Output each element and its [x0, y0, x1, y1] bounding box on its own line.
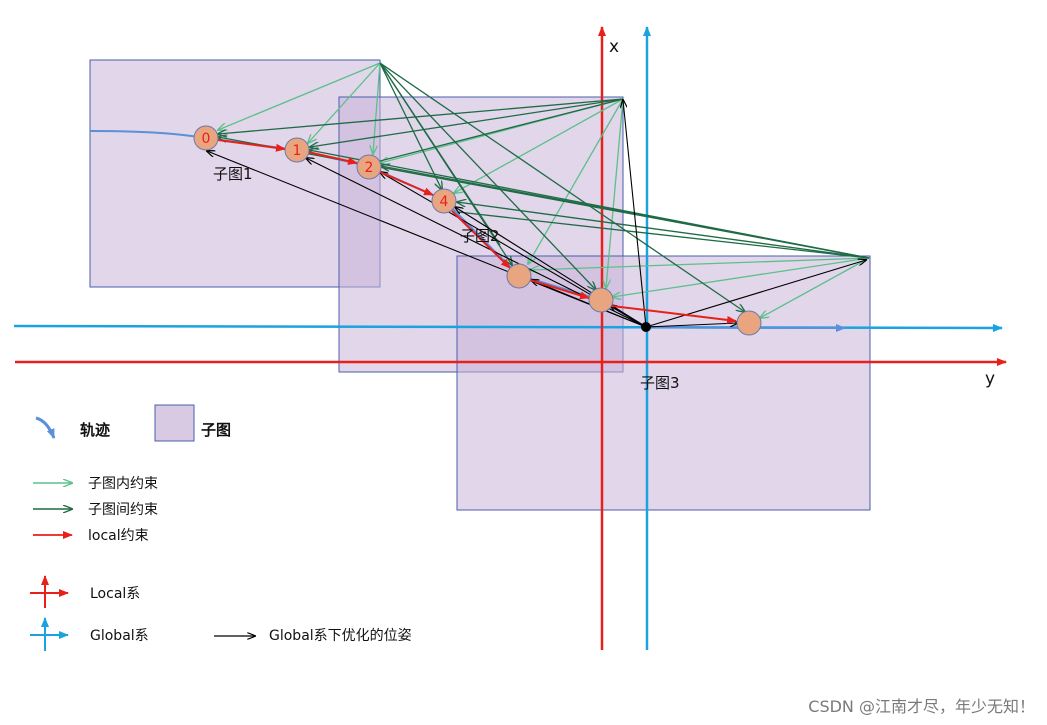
- inter-constraint: [379, 98, 624, 162]
- inter-constraint: [310, 98, 624, 147]
- legend-trajectory-label: 轨迹: [80, 421, 110, 439]
- optimized-pose-edge: [645, 260, 866, 328]
- local-frame-legend-icon: [30, 575, 69, 608]
- inter-constraint: [379, 62, 442, 190]
- pose-node-1: [284, 137, 310, 163]
- intra-constraint: [308, 62, 381, 143]
- local-x-axis-label: x: [609, 37, 619, 57]
- global-frame-legend-icon: [30, 617, 69, 651]
- pose-node-4-label: 4: [440, 194, 449, 210]
- local-constraint: [529, 279, 590, 300]
- intra-constraint: [528, 98, 624, 264]
- legend-global-frame-label: Global系: [90, 628, 149, 644]
- pose-node-2: [356, 154, 382, 180]
- pose-node-0: [193, 125, 219, 151]
- intra-constraint: [373, 62, 381, 154]
- legend-submap-label: 子图: [201, 421, 231, 439]
- trajectory-legend-icon: [35, 416, 56, 439]
- pose-nodes: 0 1 2 4: [193, 125, 762, 336]
- global-origin-point: [641, 322, 651, 332]
- intra-constraint: [454, 98, 624, 193]
- submap-3-label: 子图3: [640, 374, 680, 392]
- local-y-axis-label: y: [985, 369, 995, 389]
- legend-intra-constraint-label: 子图内约束: [88, 476, 158, 492]
- optimized-pose-edge: [645, 323, 738, 328]
- pose-node-2-label: 2: [365, 160, 374, 176]
- intra-constraint: [218, 62, 381, 130]
- local-constraint: [217, 139, 286, 152]
- intra-constraint: [530, 257, 870, 270]
- submap-1-box: [89, 59, 381, 288]
- legend-local-constraint-label: local约束: [88, 528, 149, 544]
- local-constraint: [611, 305, 737, 324]
- intra-constraint: [760, 257, 870, 318]
- inter-constraint: [379, 62, 745, 312]
- pose-node-0-label: 0: [202, 131, 211, 147]
- inter-submap-constraints: [218, 62, 870, 312]
- local-constraint: [379, 171, 434, 196]
- intra-constraint: [606, 98, 624, 288]
- legend-inter-constraint-label: 子图间约束: [88, 502, 158, 518]
- intra-constraint: [612, 257, 870, 297]
- pose-node-5: [506, 263, 532, 289]
- inter-constraint: [218, 98, 624, 134]
- optimized-pose-edge: [610, 305, 647, 328]
- inter-constraint: [381, 166, 870, 259]
- pose-node-4: [431, 188, 457, 214]
- submap-1-label: 子图1: [213, 165, 253, 183]
- pose-node-7: [736, 310, 762, 336]
- csdn-watermark: CSDN @江南才尽，年少无知！: [808, 697, 1035, 716]
- inter-constraint: [457, 202, 870, 259]
- local-constraint: [307, 151, 358, 165]
- inter-constraint: [379, 62, 596, 290]
- pose-node-6: [588, 287, 614, 313]
- submap-legend-swatch: [154, 404, 195, 442]
- pose-node-1-label: 1: [293, 143, 302, 159]
- local-constraints: [217, 139, 737, 324]
- inter-constraint: [457, 211, 870, 259]
- legend-local-frame-label: Local系: [90, 586, 140, 602]
- legend: 轨迹 子图 子图内约束 子图间约束 local约束 Local系 Global系…: [30, 404, 412, 651]
- submap-2-label: 子图2: [460, 227, 500, 245]
- optimized-pose-edge: [531, 280, 647, 328]
- legend-optimized-pose-label: Global系下优化的位姿: [269, 628, 412, 644]
- local-constraint: [451, 210, 511, 269]
- optimized-pose-edge: [623, 100, 647, 328]
